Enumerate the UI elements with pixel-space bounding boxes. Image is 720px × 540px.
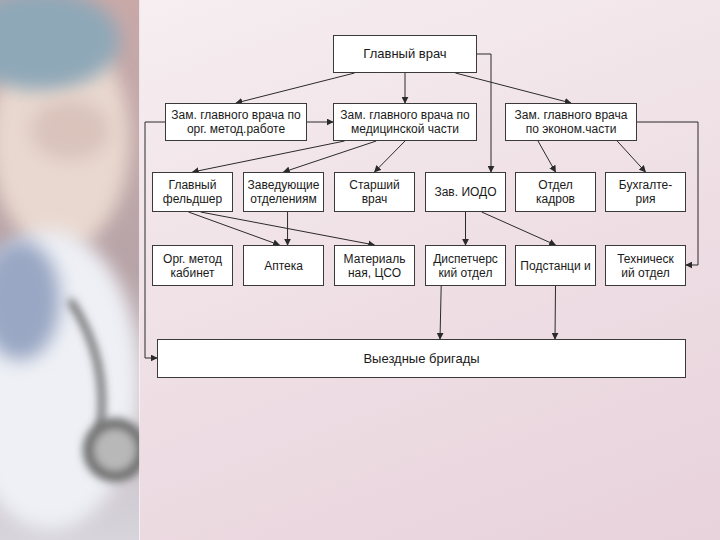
- org-box: Отдел кадров: [515, 172, 596, 212]
- org-box: Заведующие отделениям: [243, 172, 324, 212]
- connector-arrow: [440, 286, 441, 339]
- org-box: Техническ ий отдел: [605, 245, 686, 286]
- box-label: Зам. главного врача по орг. метод.работе: [170, 108, 302, 136]
- org-box: Зам. главного врача по медицинской части: [333, 103, 477, 141]
- org-box: Аптека: [243, 245, 324, 286]
- org-box: Главный фельдшер: [152, 172, 233, 212]
- connector-arrow: [193, 141, 345, 172]
- org-box: Старший врач: [334, 172, 415, 212]
- connector-arrow: [145, 122, 165, 358]
- box-label: Выездные бригады: [363, 352, 479, 366]
- connector-arrow: [201, 212, 375, 245]
- box-label: Подстанци и: [520, 259, 590, 273]
- box-label: Главный врач: [363, 47, 446, 61]
- connector-arrow: [307, 122, 333, 123]
- box-label: Аптека: [264, 259, 303, 273]
- connector-arrow: [477, 54, 491, 172]
- org-box: Зав. ИОДО: [425, 172, 506, 212]
- connector-arrow: [405, 73, 406, 103]
- box-label: Диспетчерс кий отдел: [430, 252, 501, 280]
- org-box: Подстанци и: [515, 245, 596, 286]
- org-box: Зам. главного врача по орг. метод.работе: [165, 103, 307, 141]
- connector-arrow: [375, 141, 406, 172]
- box-label: Старший врач: [339, 178, 410, 206]
- box-label: Бухгалте- рия: [610, 178, 681, 206]
- connector-arrow: [555, 286, 557, 339]
- box-label: Зам. главного врача по медицинской части: [338, 108, 472, 136]
- connector-arrow: [465, 212, 466, 245]
- org-box: Орг. метод кабинет: [152, 245, 233, 286]
- box-label: Главный фельдшер: [157, 178, 228, 206]
- connector-arrow: [284, 141, 377, 172]
- box-label: Орг. метод кабинет: [157, 252, 228, 280]
- box-label: Отдел кадров: [520, 178, 591, 206]
- connector-arrow: [617, 141, 645, 172]
- connector-arrow: [236, 73, 355, 103]
- org-box: Бухгалте- рия: [605, 172, 686, 212]
- org-box: Материаль ная, ЦСО: [334, 245, 415, 286]
- doctor-photo: [0, 0, 140, 540]
- org-box: Зам. главного врача по эконом.части: [505, 103, 637, 141]
- connector-arrow: [287, 212, 288, 245]
- brigade-band: Выездные бригады: [157, 339, 686, 378]
- connector-arrow: [538, 141, 556, 172]
- connector-arrow: [455, 73, 571, 103]
- connector-arrow: [482, 212, 556, 245]
- org-box: Диспетчерс кий отдел: [425, 245, 506, 286]
- box-label: Материаль ная, ЦСО: [339, 252, 410, 280]
- box-label: Заведующие отделениям: [248, 178, 320, 206]
- box-label: Зав. ИОДО: [434, 185, 496, 199]
- box-label: Зам. главного врача по эконом.части: [510, 108, 632, 136]
- org-box: Главный врач: [333, 35, 477, 73]
- connector-arrow: [188, 212, 279, 245]
- box-label: Техническ ий отдел: [610, 252, 681, 280]
